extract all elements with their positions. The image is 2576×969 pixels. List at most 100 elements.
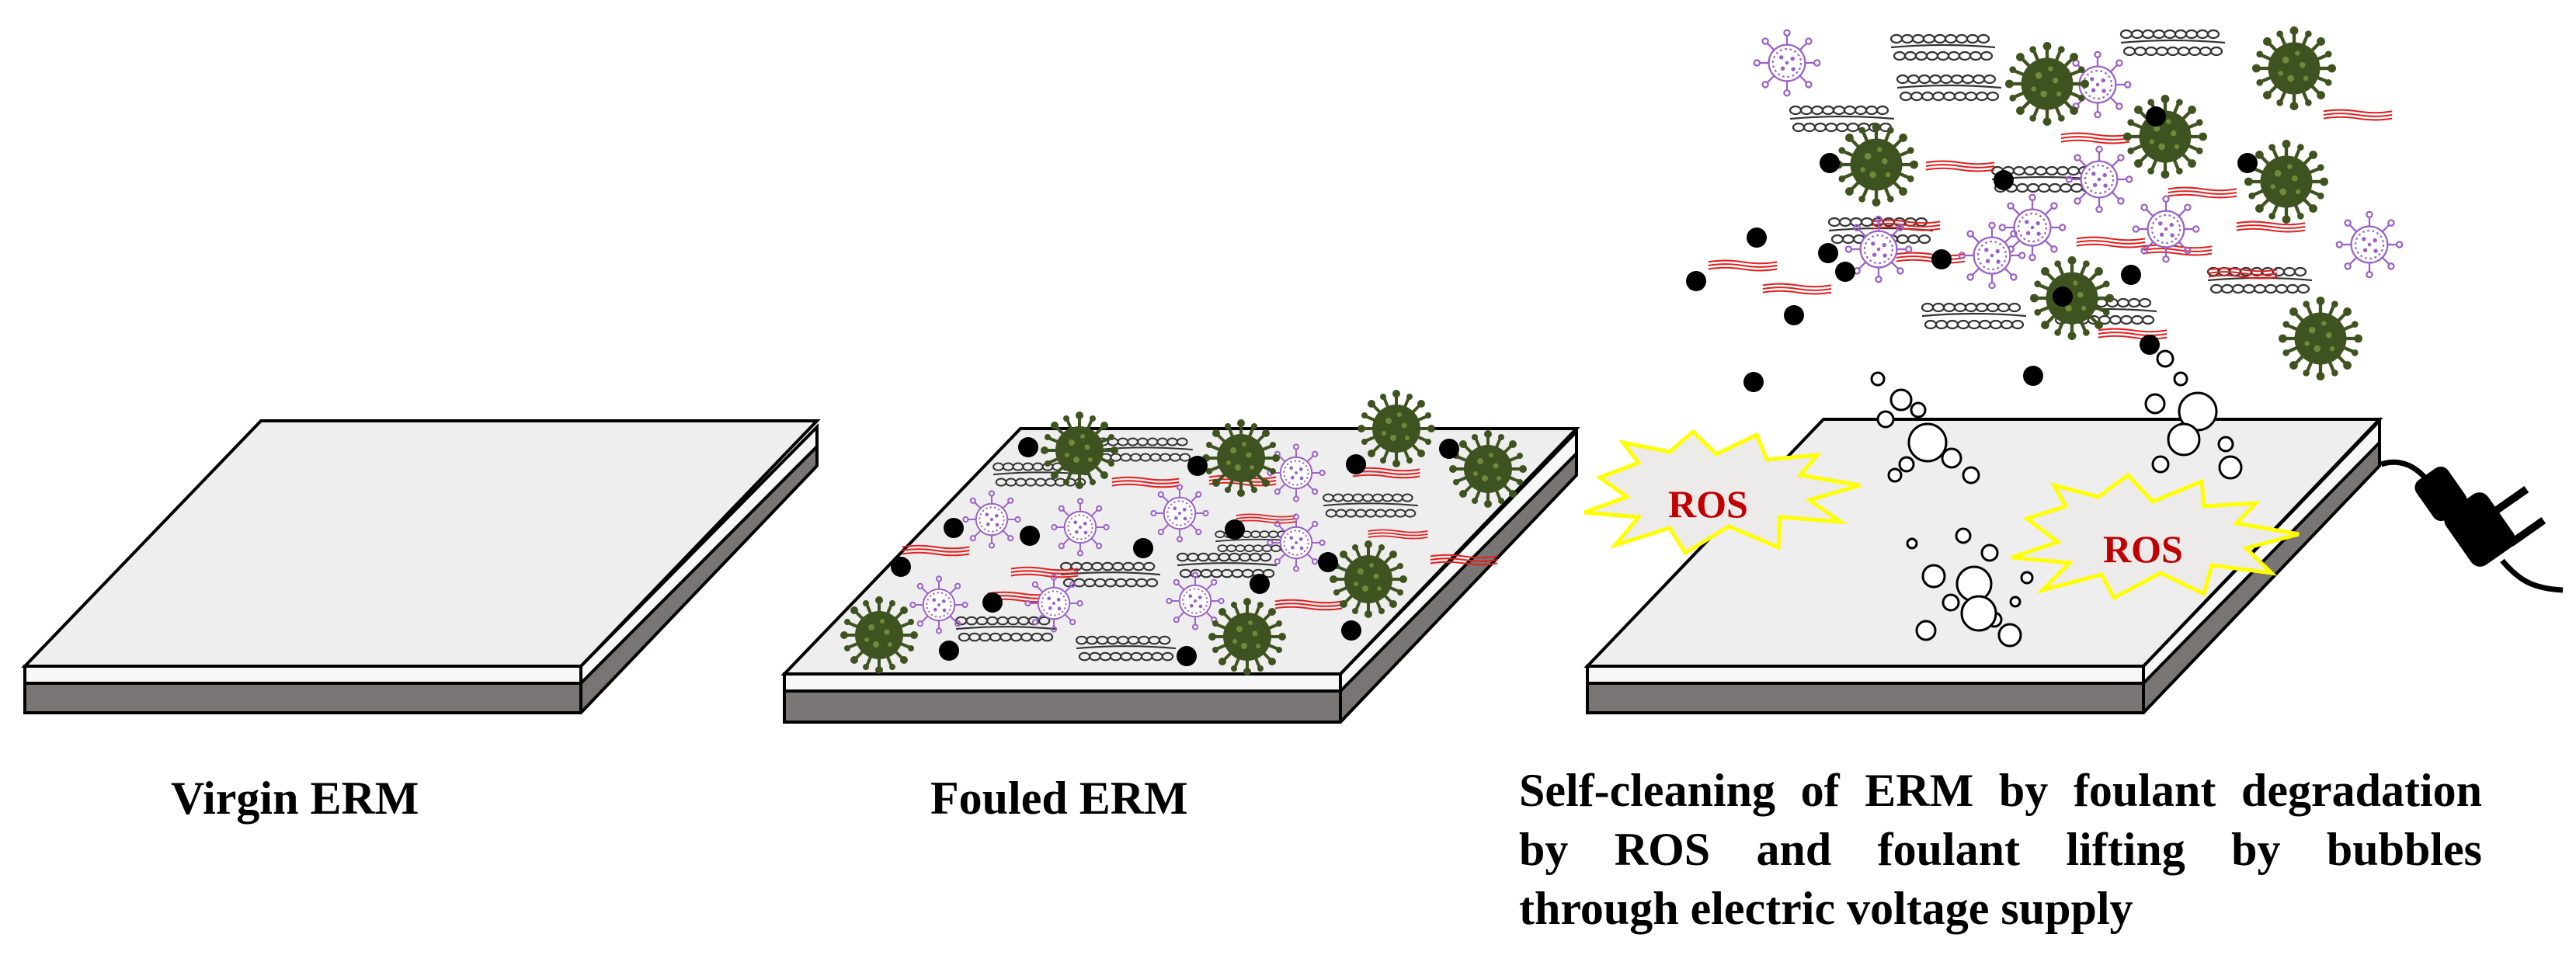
bubble-icon	[1962, 466, 1980, 484]
self-cleaning-membrane: ROS ROS	[1583, 26, 2564, 714]
chain-foulant-icon	[2119, 29, 2227, 57]
bubble-icon	[1889, 388, 1913, 412]
green-virus-icon	[2123, 95, 2207, 179]
particles	[1686, 106, 2258, 392]
particle-icon	[944, 518, 964, 538]
bubble-icon	[1887, 467, 1903, 483]
particle-icon	[1818, 243, 1838, 263]
red-fiber-icon	[2142, 244, 2213, 256]
particle-icon	[1784, 305, 1804, 325]
green-virus-icon	[1358, 390, 1435, 467]
bubble-icon	[2173, 371, 2188, 387]
particle-icon	[1187, 456, 1208, 476]
ros-burst-right: ROS	[2011, 472, 2300, 601]
green-virus-icon	[2005, 42, 2089, 126]
particle-icon	[2053, 287, 2073, 307]
bubble-icon	[1941, 447, 1962, 469]
chain-foulant-icon	[1896, 74, 2003, 102]
green-virus-icon	[1330, 540, 1407, 618]
particle-icon	[1820, 153, 1840, 173]
ros-burst-shape	[2011, 472, 2300, 601]
ros-burst-left: ROS	[1583, 429, 1861, 556]
bubble-icon	[1955, 527, 1972, 544]
red-fiber-icon	[1924, 160, 1996, 172]
bubble-icon	[2156, 349, 2174, 368]
bubble-icon	[2144, 393, 2166, 415]
bubble-icon	[1980, 544, 1999, 562]
green-virus-icon	[1041, 412, 1118, 489]
red-fiber-icon	[2060, 132, 2131, 144]
power-plug-icon	[2380, 459, 2564, 593]
bubble-icon	[1910, 401, 1927, 419]
particle-icon	[1133, 538, 1153, 558]
particle-icon	[2140, 335, 2160, 355]
red-fiber-icon	[1895, 252, 1966, 264]
green-virus-icon	[2244, 140, 2328, 224]
bubble-icon	[2020, 571, 2034, 585]
caption-fouled-erm: Fouled ERM	[930, 773, 1188, 824]
red-fiber-icon	[2235, 221, 2307, 233]
red-fiber-icon	[2097, 328, 2168, 340]
ros-label: ROS	[2103, 527, 2183, 571]
particle-icon	[2146, 106, 2166, 127]
ros-burst-shape	[1583, 429, 1861, 556]
red-fiber-icon	[2322, 109, 2393, 121]
virgin-membrane	[21, 419, 821, 714]
membrane-surface	[780, 427, 1580, 676]
particle-icon	[1177, 646, 1197, 666]
bubble-icon	[2217, 436, 2234, 453]
particle-icon	[1743, 372, 1764, 392]
bubble-icon	[1876, 410, 1895, 429]
green-virus-icon	[2252, 26, 2336, 110]
green-virus-icon	[1834, 123, 1918, 207]
particle-icon	[1747, 227, 1767, 248]
particle-icon	[1686, 271, 1706, 291]
caption-virgin-erm: Virgin ERM	[171, 773, 419, 824]
particle-icon	[1250, 574, 1270, 594]
particle-icon	[2023, 366, 2043, 386]
foulant-layer	[840, 390, 1527, 676]
chain-foulant-icon	[1889, 33, 1997, 61]
bubble-icon	[2218, 455, 2243, 480]
caption-line: by ROS and foulant lifting by bubbles	[1519, 824, 2482, 875]
particle-icon	[2121, 265, 2141, 285]
green-virus-icon	[840, 596, 918, 674]
bubble-icon	[1907, 422, 1948, 463]
bubble-icon	[1898, 456, 1915, 473]
particle-icon	[891, 557, 911, 577]
green-virus-icon	[1449, 430, 1527, 508]
red-fiber-icon	[2075, 236, 2147, 248]
particle-icon	[1225, 519, 1245, 540]
bubble-icon	[1960, 595, 1997, 632]
bubble-icon	[2178, 391, 2218, 432]
particle-icon	[1994, 170, 2014, 190]
bubble-icon	[2009, 596, 2022, 608]
green-virus-icon	[1208, 598, 1286, 676]
particle-icon	[982, 592, 1003, 613]
red-fiber-icon	[1707, 259, 1778, 272]
particle-icon	[939, 641, 959, 661]
bubble-icon	[1942, 593, 1960, 612]
bubble-icon	[2151, 455, 2170, 474]
particle-icon	[1931, 249, 1952, 269]
red-fiber-icon	[1761, 283, 1833, 295]
purple-virus-icon	[2065, 145, 2133, 214]
purple-virus-icon	[1753, 29, 1821, 97]
particle-icon	[1346, 454, 1366, 474]
green-virus-icon	[2279, 297, 2362, 380]
particle-icon	[1318, 552, 1338, 572]
green-virus-icon	[1202, 419, 1280, 497]
particle-icon	[1341, 620, 1361, 641]
bubble-icon	[1997, 623, 2022, 648]
lifted-foulants	[1686, 26, 2404, 392]
particle-icon	[1020, 526, 1040, 546]
bubble-icon	[1906, 537, 1918, 550]
particle-icon	[1439, 439, 1459, 459]
bubble-icon	[1921, 564, 1946, 589]
bubbles	[1870, 349, 2243, 648]
particle-icon	[2237, 153, 2258, 173]
particle-icon	[1835, 262, 1855, 282]
membrane-surface	[21, 419, 821, 668]
bubble-icon	[1870, 371, 1886, 387]
